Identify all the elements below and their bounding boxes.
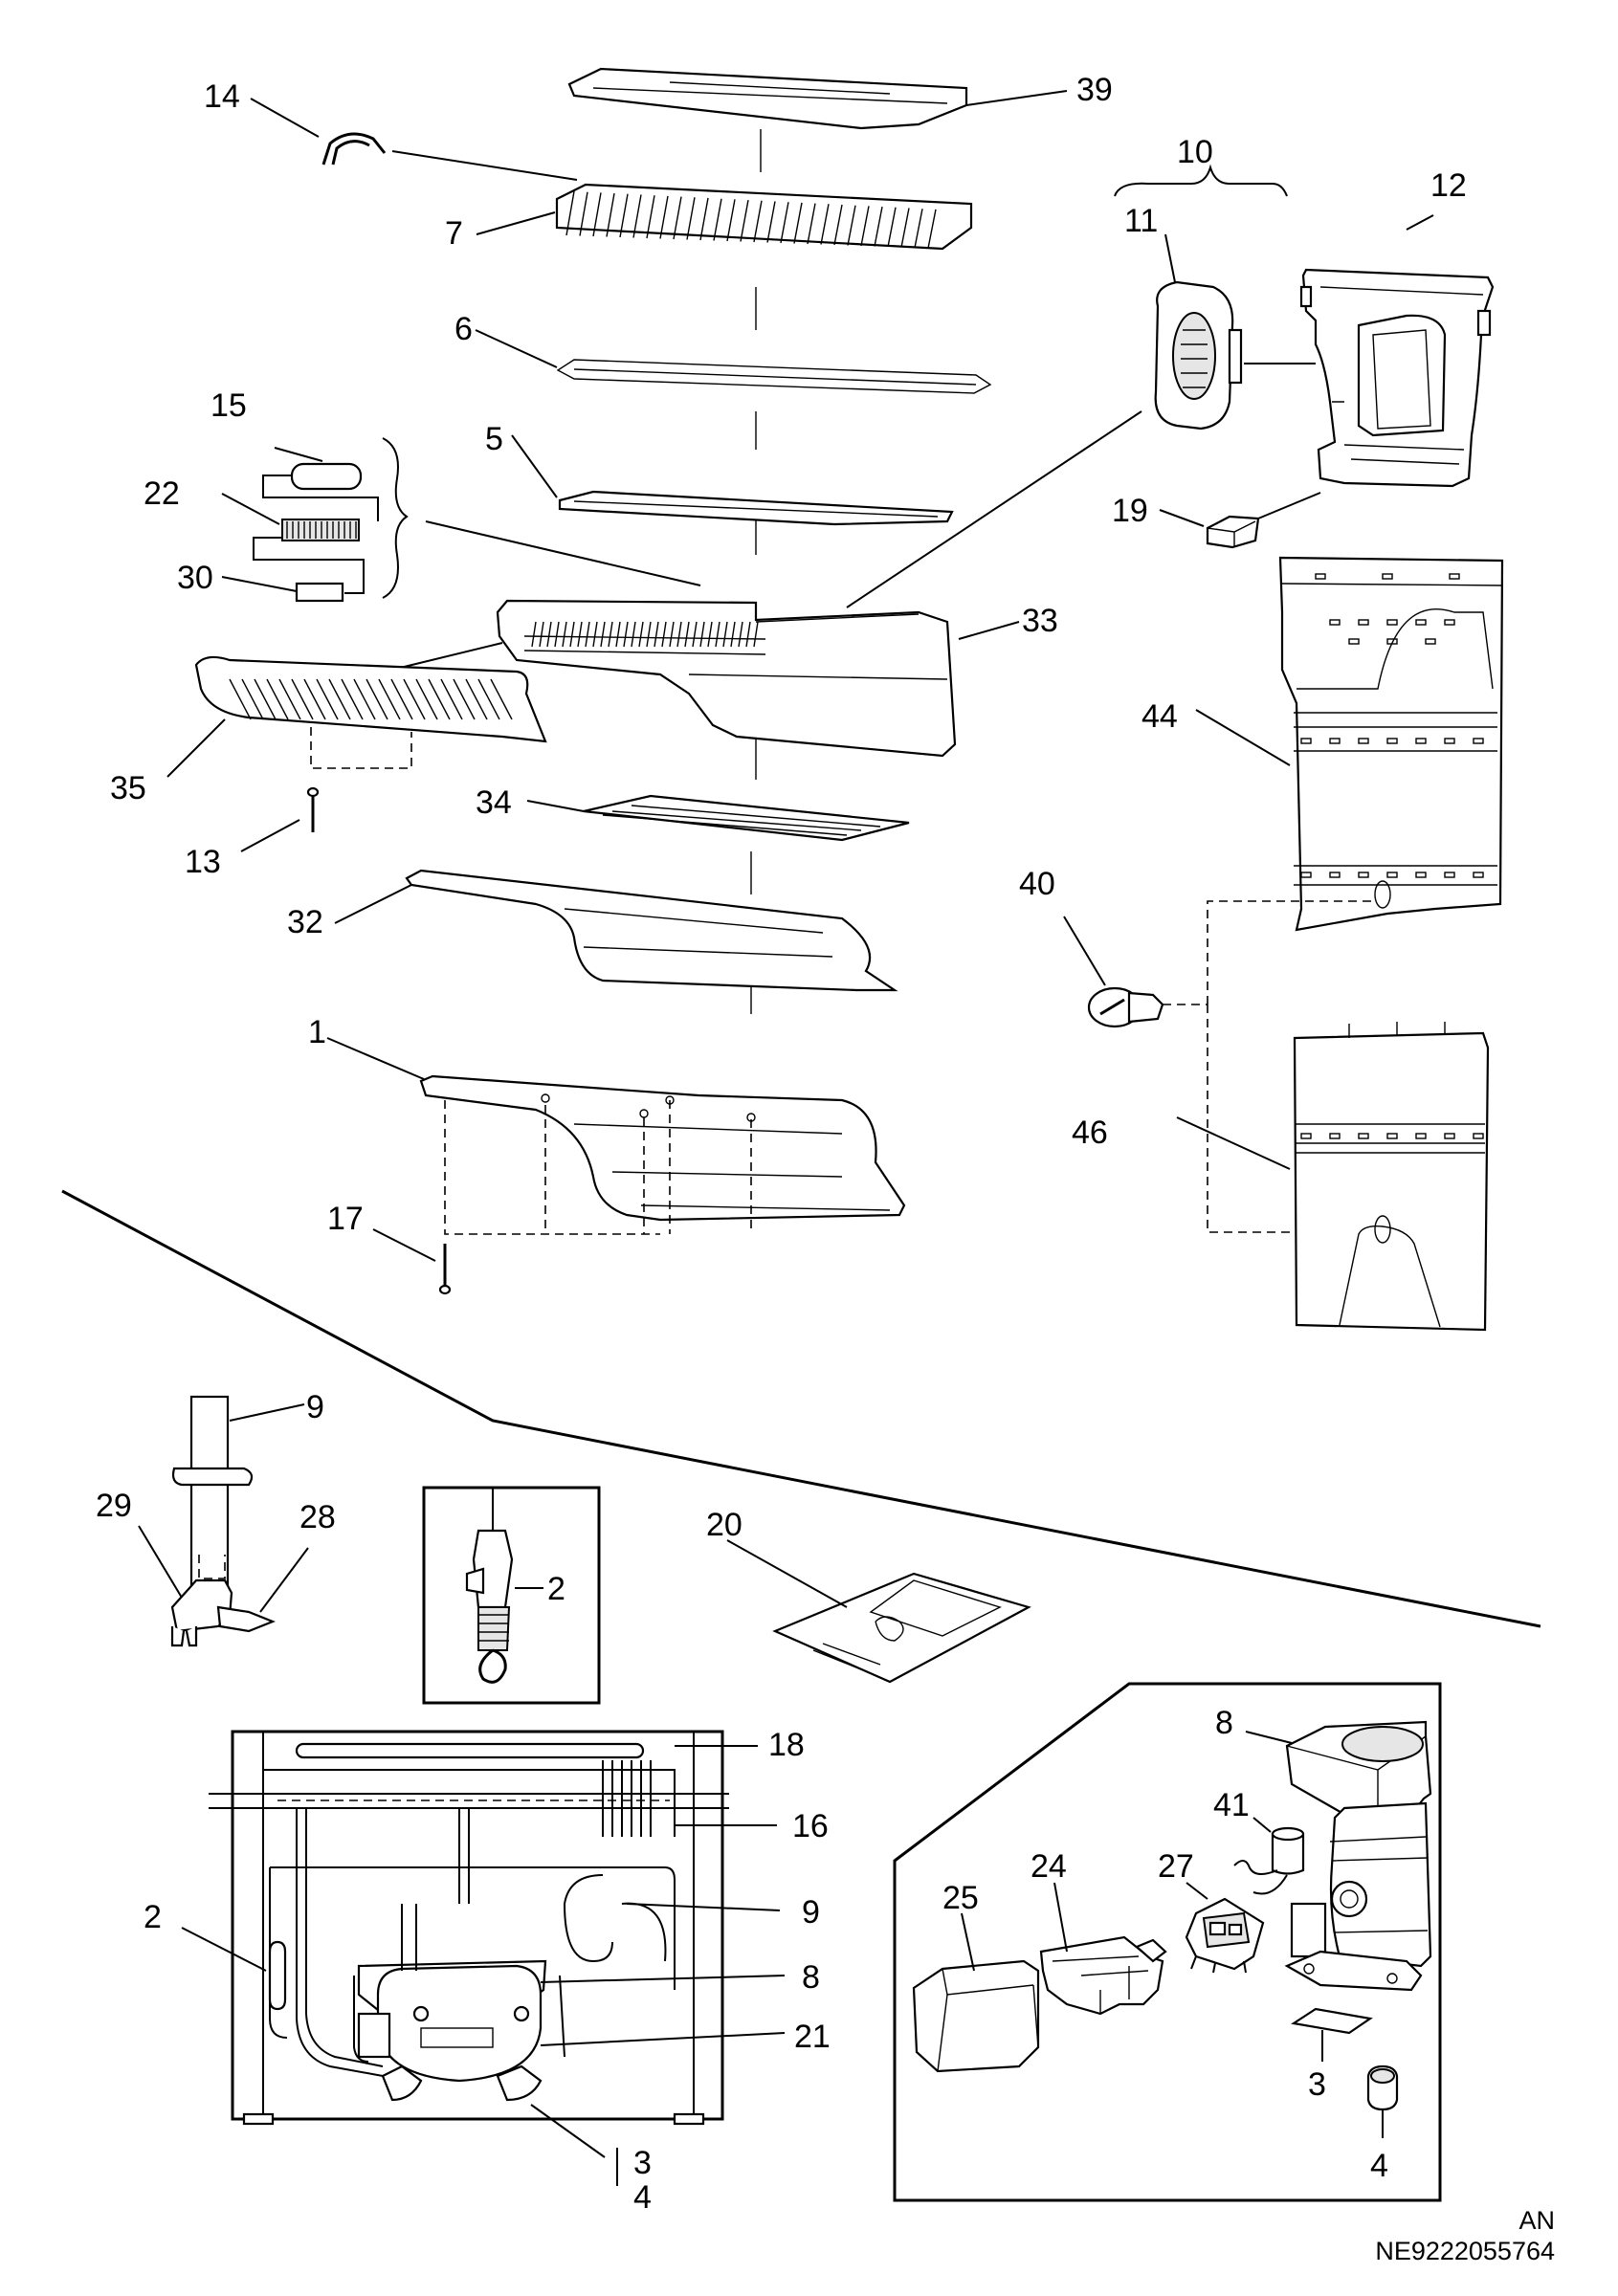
rear-panel-part-46 bbox=[1176, 1022, 1490, 1332]
top-cover-part-39 bbox=[567, 67, 1068, 130]
cover-part-25 bbox=[912, 1912, 1040, 2073]
tray-part-5 bbox=[511, 434, 954, 526]
callout-5: 5 bbox=[485, 421, 503, 457]
grille-part-35 bbox=[166, 655, 547, 778]
callout-10: 10 bbox=[1177, 134, 1213, 170]
callout-13: 13 bbox=[185, 844, 221, 880]
capacitor-part-41 bbox=[1233, 1817, 1305, 1895]
callout-labels: 39 14 10 12 7 11 6 15 5 22 19 30 33 44 3… bbox=[96, 72, 1467, 2216]
heater-group-15-22-30 bbox=[221, 437, 701, 603]
callout-41: 41 bbox=[1213, 1787, 1250, 1823]
callout-18: 18 bbox=[768, 1727, 805, 1763]
callout-4-rear: 4 bbox=[633, 2179, 652, 2216]
callout-27: 27 bbox=[1158, 1848, 1194, 1885]
callout-39: 39 bbox=[1076, 72, 1113, 108]
evaporator-cover-part-33 bbox=[391, 599, 1020, 758]
callout-29: 29 bbox=[96, 1488, 132, 1524]
callout-9-rear: 9 bbox=[802, 1894, 820, 1931]
fan-motor-part-11 bbox=[846, 233, 1316, 608]
grommet-part-3 bbox=[1291, 2007, 1373, 2062]
callout-2-inset: 2 bbox=[547, 1571, 565, 1607]
rear-panel-part-44 bbox=[1195, 556, 1504, 932]
callout-30: 30 bbox=[177, 560, 213, 596]
drier-group-9-28-29 bbox=[138, 1395, 309, 1647]
callout-8-inset: 8 bbox=[1215, 1705, 1233, 1741]
callout-35: 35 bbox=[110, 770, 146, 806]
callout-21: 21 bbox=[794, 2019, 831, 2055]
callout-4-inset: 4 bbox=[1370, 2148, 1388, 2184]
overload-part-24 bbox=[1039, 1882, 1167, 2016]
rear-view-cabinet bbox=[181, 1730, 786, 2186]
callout-11: 11 bbox=[1124, 203, 1158, 239]
evaporator-part-7 bbox=[476, 183, 973, 251]
bottom-pan-part-1 bbox=[326, 1037, 906, 1235]
assembly-axis bbox=[750, 129, 762, 1014]
drawing-footer: AN NE9222055764 bbox=[1375, 2206, 1555, 2265]
block-part-19 bbox=[1159, 509, 1260, 549]
callout-3-rear: 3 bbox=[633, 2145, 652, 2181]
callout-25: 25 bbox=[942, 1880, 979, 1916]
pad-part-34 bbox=[526, 794, 910, 842]
relay-part-27 bbox=[1185, 1882, 1265, 1974]
section-divider bbox=[61, 1189, 1541, 1628]
callout-19: 19 bbox=[1112, 493, 1148, 529]
callout-1: 1 bbox=[308, 1014, 326, 1050]
callout-32: 32 bbox=[287, 904, 323, 940]
lamp-part-40 bbox=[1063, 900, 1376, 1233]
callout-20: 20 bbox=[706, 1507, 743, 1543]
callout-15: 15 bbox=[211, 387, 247, 424]
liner-part-32 bbox=[334, 869, 898, 992]
callout-17: 17 bbox=[327, 1201, 364, 1237]
compressor-inset bbox=[893, 1682, 1442, 2202]
wire-heater-part-6 bbox=[475, 329, 992, 394]
fan-group-10 bbox=[1114, 164, 1288, 197]
manual-part-20 bbox=[726, 1539, 1031, 1684]
compressor-part-8 bbox=[1245, 1720, 1432, 1992]
screw-part-13 bbox=[240, 786, 320, 852]
screw-part-17 bbox=[372, 1228, 452, 1295]
sleeve-part-4 bbox=[1366, 2064, 1399, 2138]
footer-drawing-id: NE9222055764 bbox=[1375, 2237, 1555, 2265]
callout-28: 28 bbox=[299, 1499, 336, 1535]
callout-44: 44 bbox=[1141, 698, 1178, 735]
callout-9-top: 9 bbox=[306, 1389, 324, 1425]
callout-16: 16 bbox=[792, 1808, 829, 1844]
callout-34: 34 bbox=[476, 784, 512, 821]
callout-46: 46 bbox=[1072, 1115, 1108, 1151]
callout-6: 6 bbox=[454, 311, 473, 347]
clip-part-14 bbox=[250, 98, 578, 181]
footer-region: AN bbox=[1518, 2206, 1555, 2235]
callout-2-rear: 2 bbox=[144, 1899, 162, 1935]
callout-24: 24 bbox=[1031, 1848, 1067, 1885]
callout-33: 33 bbox=[1022, 603, 1058, 639]
callout-22: 22 bbox=[144, 475, 180, 512]
callout-8-rear: 8 bbox=[802, 1959, 820, 1996]
callout-3-inset: 3 bbox=[1308, 2066, 1326, 2103]
callout-40: 40 bbox=[1019, 866, 1055, 902]
callout-14: 14 bbox=[204, 78, 240, 115]
callout-12: 12 bbox=[1430, 167, 1467, 204]
fan-housing-part-12 bbox=[1257, 214, 1495, 519]
inset-detail-part-2 bbox=[422, 1486, 601, 1705]
callout-7: 7 bbox=[445, 215, 463, 252]
